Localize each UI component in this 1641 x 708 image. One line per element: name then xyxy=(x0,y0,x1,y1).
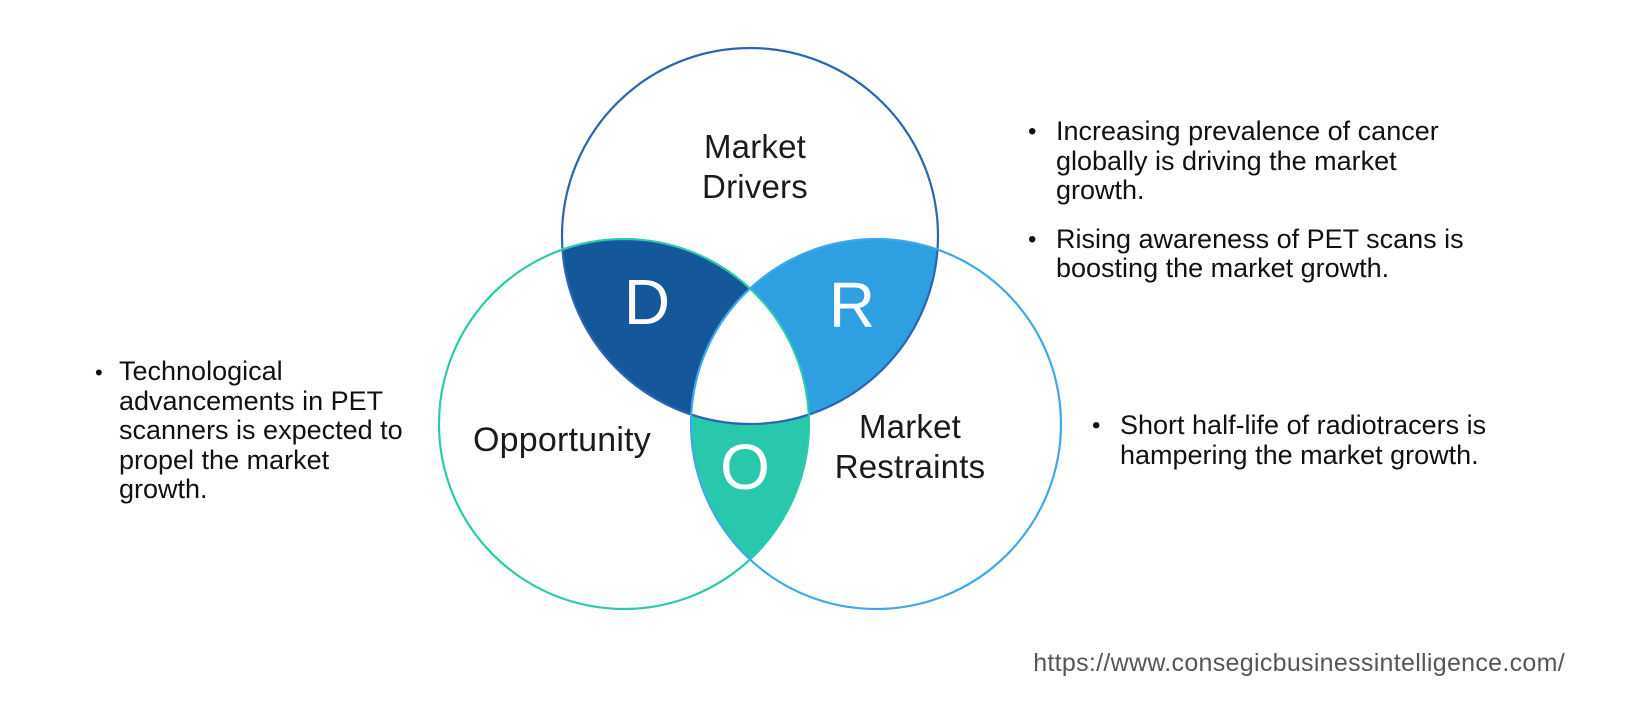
drivers-note-2: • Rising awareness of PET scans is boost… xyxy=(1002,223,1472,284)
opportunity-circle-outline xyxy=(437,237,811,611)
note-line: hampering the market growth. xyxy=(1120,439,1479,470)
note-line: Technological xyxy=(119,356,283,386)
restraints-letter: R xyxy=(828,269,876,341)
drivers-letter: D xyxy=(623,266,671,338)
drivers-notes: • Increasing prevalence of cancer global… xyxy=(1002,116,1472,303)
note-line: Rising awareness of PET scans is xyxy=(1056,223,1464,254)
note-line: Short half-life of radiotracers is xyxy=(1120,410,1487,440)
bullet-dot: • xyxy=(1092,412,1101,439)
opportunity-letter: O xyxy=(720,431,770,503)
restraints-note-text: Short half-life of radiotracers is hampe… xyxy=(1120,410,1536,470)
source-url: https://www.consegicbusinessintelligence… xyxy=(1033,649,1565,677)
opportunity-note-text: Technological advancements in PET scanne… xyxy=(119,356,428,505)
restraints-circle-outline xyxy=(689,237,1063,611)
bullet-dot: • xyxy=(1028,118,1037,145)
note-line: globally is driving the market growth. xyxy=(1056,145,1397,205)
drivers-restraints-petal xyxy=(691,239,938,424)
note-line: advancements in PET xyxy=(119,385,384,416)
drivers-opportunity-petal xyxy=(562,239,809,424)
market-drivers-label: Market Drivers xyxy=(702,128,808,205)
note-line: propel the market xyxy=(119,444,330,475)
note-line: growth. xyxy=(119,474,208,504)
note-line: boosting the market growth. xyxy=(1056,253,1390,283)
bullet-dot: • xyxy=(1028,225,1037,253)
drivers-note-1-text: Increasing prevalence of cancer globally… xyxy=(1056,116,1472,206)
restraints-note: • Short half-life of radiotracers is ham… xyxy=(1066,410,1536,470)
note-line: Increasing prevalence of cancer xyxy=(1056,116,1439,146)
opportunity-label: Opportunity xyxy=(473,421,651,459)
note-line: scanners is expected to xyxy=(119,415,403,445)
opportunity-note: • Technological advancements in PET scan… xyxy=(88,356,428,505)
drivers-circle-outline xyxy=(560,46,940,426)
market-restraints-label: Market Restraints xyxy=(834,408,986,485)
bullet-dot: • xyxy=(95,360,103,385)
drivers-note-1: • Increasing prevalence of cancer global… xyxy=(1002,116,1472,206)
drivers-note-2-text: Rising awareness of PET scans is boostin… xyxy=(1056,223,1472,284)
